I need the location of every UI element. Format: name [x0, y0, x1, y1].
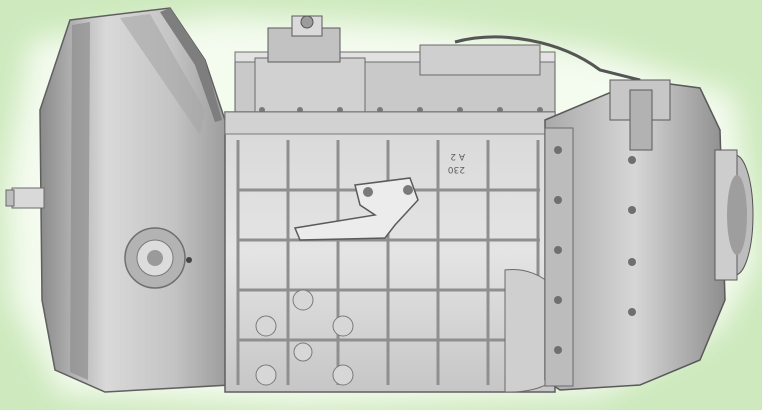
top-cover: [234, 15, 641, 115]
lifting-lug: [293, 177, 419, 241]
cast-mark-a2: A 2: [450, 151, 465, 161]
shift-tower: [267, 15, 341, 63]
main-case: A 2 230: [224, 111, 576, 393]
cast-mark-230: 230: [448, 164, 465, 174]
output-flange: [714, 149, 754, 281]
rear-housing: [544, 79, 754, 391]
release-fork-boss: [124, 227, 192, 289]
input-shaft: [11, 187, 45, 209]
air-line: [454, 35, 641, 82]
bell-housing: [5, 7, 231, 393]
